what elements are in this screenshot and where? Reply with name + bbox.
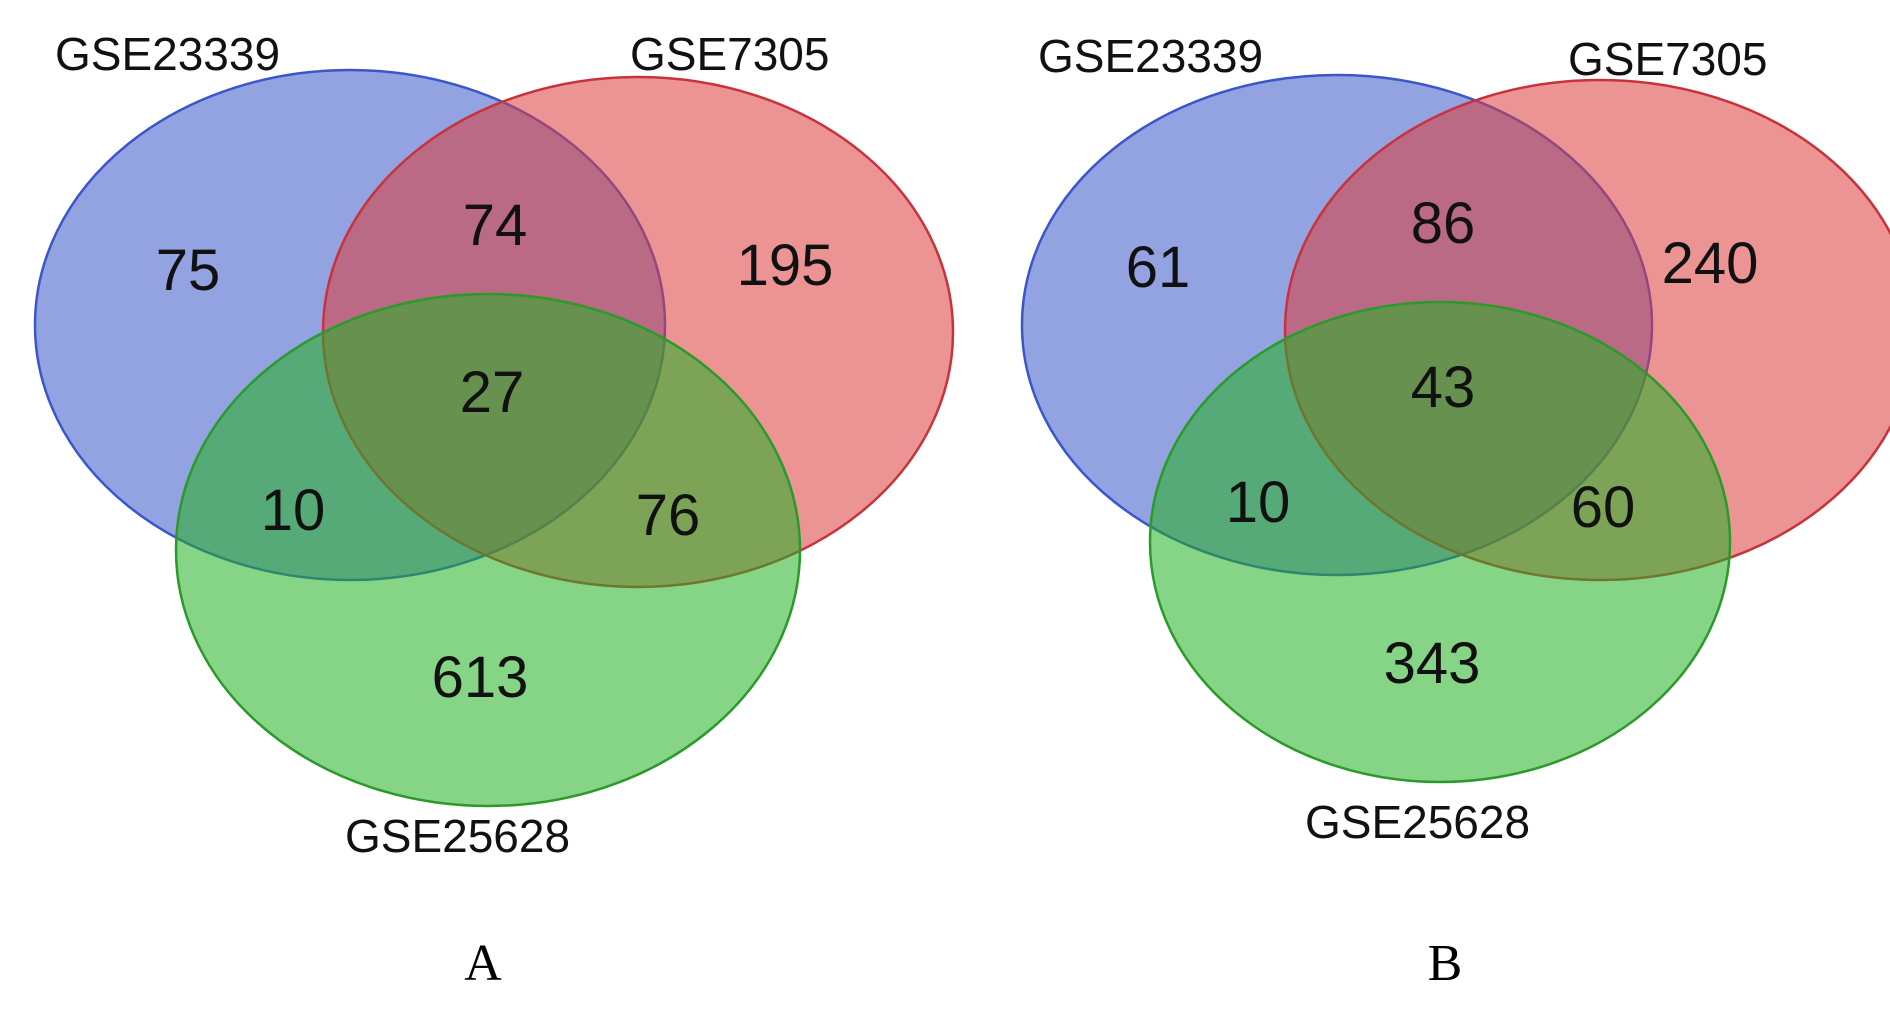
count-set-1-and-2: 86 xyxy=(1411,191,1476,256)
count-set-2-and-3: 60 xyxy=(1571,475,1636,540)
count-only-set-1: 75 xyxy=(156,238,221,303)
venn-panel-a: GSE23339 GSE7305 GSE25628 75 74 195 27 1… xyxy=(33,28,955,992)
set-label-2: GSE7305 xyxy=(1568,33,1767,85)
set-label-1: GSE23339 xyxy=(1038,30,1263,82)
count-only-set-2: 240 xyxy=(1662,231,1759,296)
count-set-1-and-3: 10 xyxy=(1226,470,1291,535)
count-set-1-and-3: 10 xyxy=(261,478,326,543)
set-label-2: GSE7305 xyxy=(630,28,829,80)
count-all-sets: 43 xyxy=(1411,355,1476,420)
count-only-set-3: 343 xyxy=(1384,631,1481,696)
count-all-sets: 27 xyxy=(460,360,525,425)
panel-letter: B xyxy=(1428,935,1463,992)
count-only-set-1: 61 xyxy=(1126,235,1191,300)
set-label-1: GSE23339 xyxy=(55,28,280,80)
venn-panel-b: GSE23339 GSE7305 GSE25628 61 86 240 43 1… xyxy=(1020,30,1890,992)
set-label-3: GSE25628 xyxy=(1305,796,1530,848)
count-only-set-2: 195 xyxy=(737,233,834,298)
count-set-2-and-3: 76 xyxy=(636,483,701,548)
set-circle-3 xyxy=(174,292,802,808)
count-only-set-3: 613 xyxy=(432,645,529,710)
panel-letter: A xyxy=(464,935,502,992)
set-circle-3 xyxy=(1148,300,1732,784)
count-set-1-and-2: 74 xyxy=(463,193,528,258)
set-label-3: GSE25628 xyxy=(345,810,570,862)
